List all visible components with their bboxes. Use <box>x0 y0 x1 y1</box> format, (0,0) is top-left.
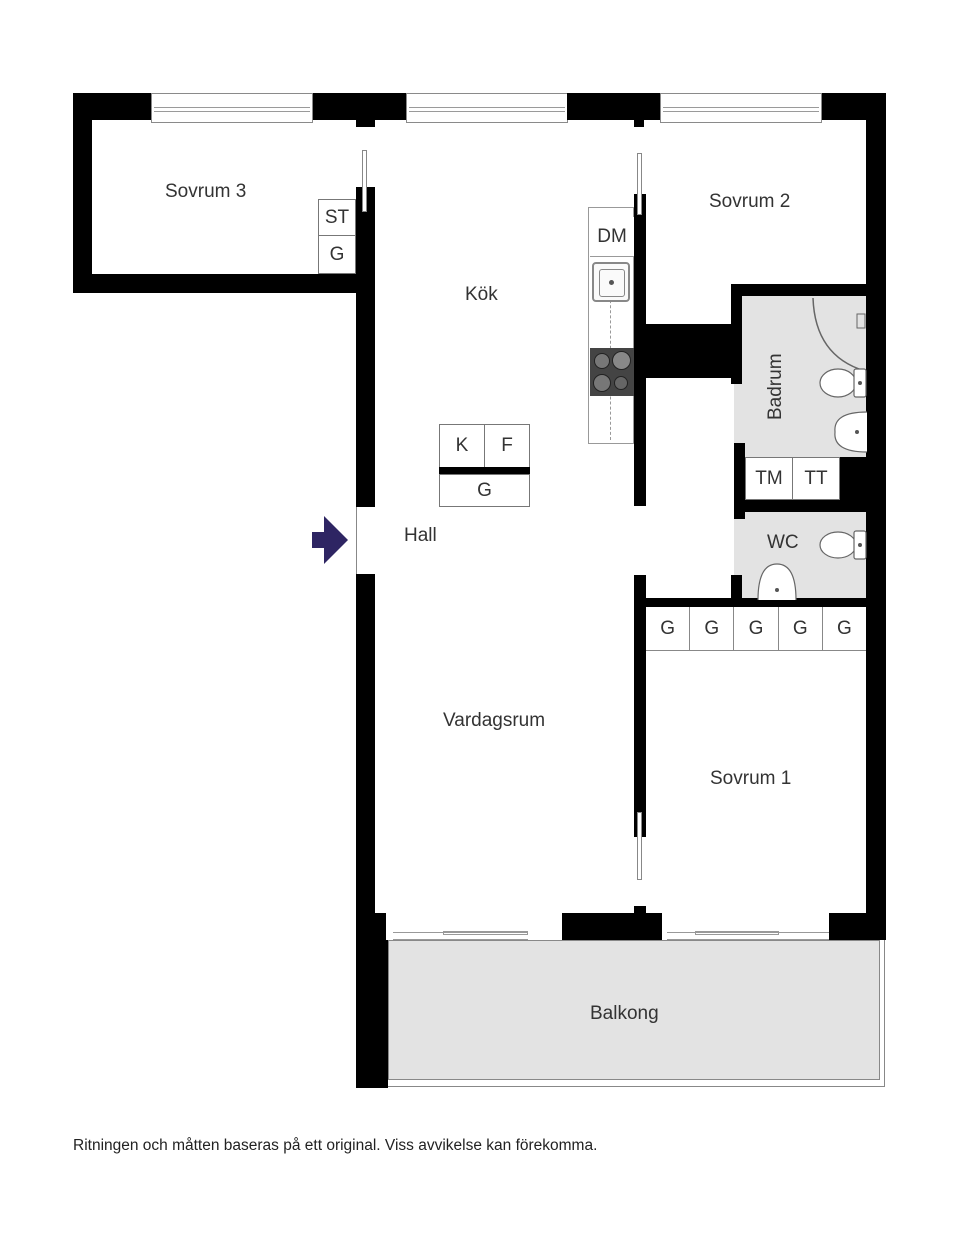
entrance-door[interactable] <box>356 507 357 574</box>
toilet-icon <box>819 368 867 398</box>
stove-icon <box>590 348 634 396</box>
wardrobe: G <box>778 607 823 650</box>
wall-badrum-top <box>734 284 866 296</box>
entrance-arrow-icon <box>312 516 348 564</box>
window-sovrum2 <box>660 93 822 123</box>
wall-right <box>866 93 886 940</box>
room-label-wc: WC <box>767 532 799 553</box>
balcony-door-left-leaf <box>443 931 528 935</box>
room-label-badrum: Badrum <box>765 353 786 420</box>
balkong-railing <box>388 940 885 1087</box>
sovrum1-wardrobes: G G G G G <box>646 607 867 651</box>
wall-sovrum3-bottom <box>73 274 375 293</box>
wall-left-upper <box>356 274 375 507</box>
wall-left-balcony <box>356 940 388 1088</box>
wc-toilet-icon <box>819 530 867 560</box>
wall-wc-bottom <box>634 598 866 607</box>
wall-bottom-middle <box>562 913 662 940</box>
door-sovrum3[interactable] <box>362 150 367 212</box>
balcony-door-right-leaf <box>695 931 779 935</box>
room-label-sovrum1: Sovrum 1 <box>710 768 792 789</box>
window-kok <box>406 93 568 123</box>
sovrum3-closet-g: G <box>318 236 356 274</box>
room-label-hall: Hall <box>404 525 437 546</box>
wall-top-2-stub <box>356 118 375 127</box>
washbasin-icon <box>834 411 867 453</box>
dishwasher-label: DM <box>597 225 627 247</box>
wall-top-2 <box>313 93 406 120</box>
wall-sovrum2-bottom <box>646 324 734 378</box>
room-label-sovrum2: Sovrum 2 <box>709 191 791 212</box>
wall-vardagsrum-corner-left <box>356 913 386 940</box>
wall-sovrum3-left <box>73 93 92 293</box>
door-sovrum2[interactable] <box>637 153 642 215</box>
room-label-sovrum3: Sovrum 3 <box>165 181 247 202</box>
wall-bottom-middle-stub <box>634 906 646 914</box>
room-label-kok: Kök <box>465 284 498 305</box>
washing-machine: TM <box>745 457 793 500</box>
door-sovrum1[interactable] <box>637 812 642 880</box>
window-sovrum3 <box>151 93 313 123</box>
wardrobe: G <box>690 607 735 650</box>
wardrobe: G <box>734 607 779 650</box>
wardrobe: G <box>646 607 691 650</box>
disclaimer-text: Ritningen och måtten baseras på ett orig… <box>73 1137 598 1154</box>
wall-laundry-right <box>840 457 866 501</box>
tumble-dryer: TT <box>792 457 840 500</box>
hall-closet-k: K <box>439 424 485 468</box>
dishwasher: DM <box>590 217 634 257</box>
sovrum3-closet-st: ST <box>318 199 356 236</box>
balcony-door-right[interactable] <box>667 932 829 940</box>
wall-wc-left <box>731 575 742 603</box>
wall-vardagsrum-sovrum1 <box>634 575 646 837</box>
hall-closet-g: G <box>439 474 530 507</box>
wall-wc-top <box>734 500 866 512</box>
hall-closet-divider <box>439 467 530 475</box>
wc-washbasin-icon <box>757 563 797 600</box>
room-label-balkong: Balkong <box>590 1003 659 1024</box>
wall-laundry-left <box>734 443 745 519</box>
wall-sovrum3-right <box>356 187 375 274</box>
sink-icon <box>592 262 630 302</box>
hall-closet-f: F <box>484 424 530 468</box>
balkong-floor <box>388 940 880 1080</box>
room-label-vardagsrum: Vardagsrum <box>443 710 546 731</box>
wall-top-3 <box>567 93 660 120</box>
wall-top-3-stub <box>634 118 644 127</box>
wardrobe: G <box>822 607 867 650</box>
wall-kok-sovrum2 <box>634 194 646 506</box>
wall-bottom-right <box>829 913 886 940</box>
balcony-door-left[interactable] <box>393 932 528 940</box>
wall-badrum-left <box>731 284 742 384</box>
shower-icon <box>812 297 866 372</box>
